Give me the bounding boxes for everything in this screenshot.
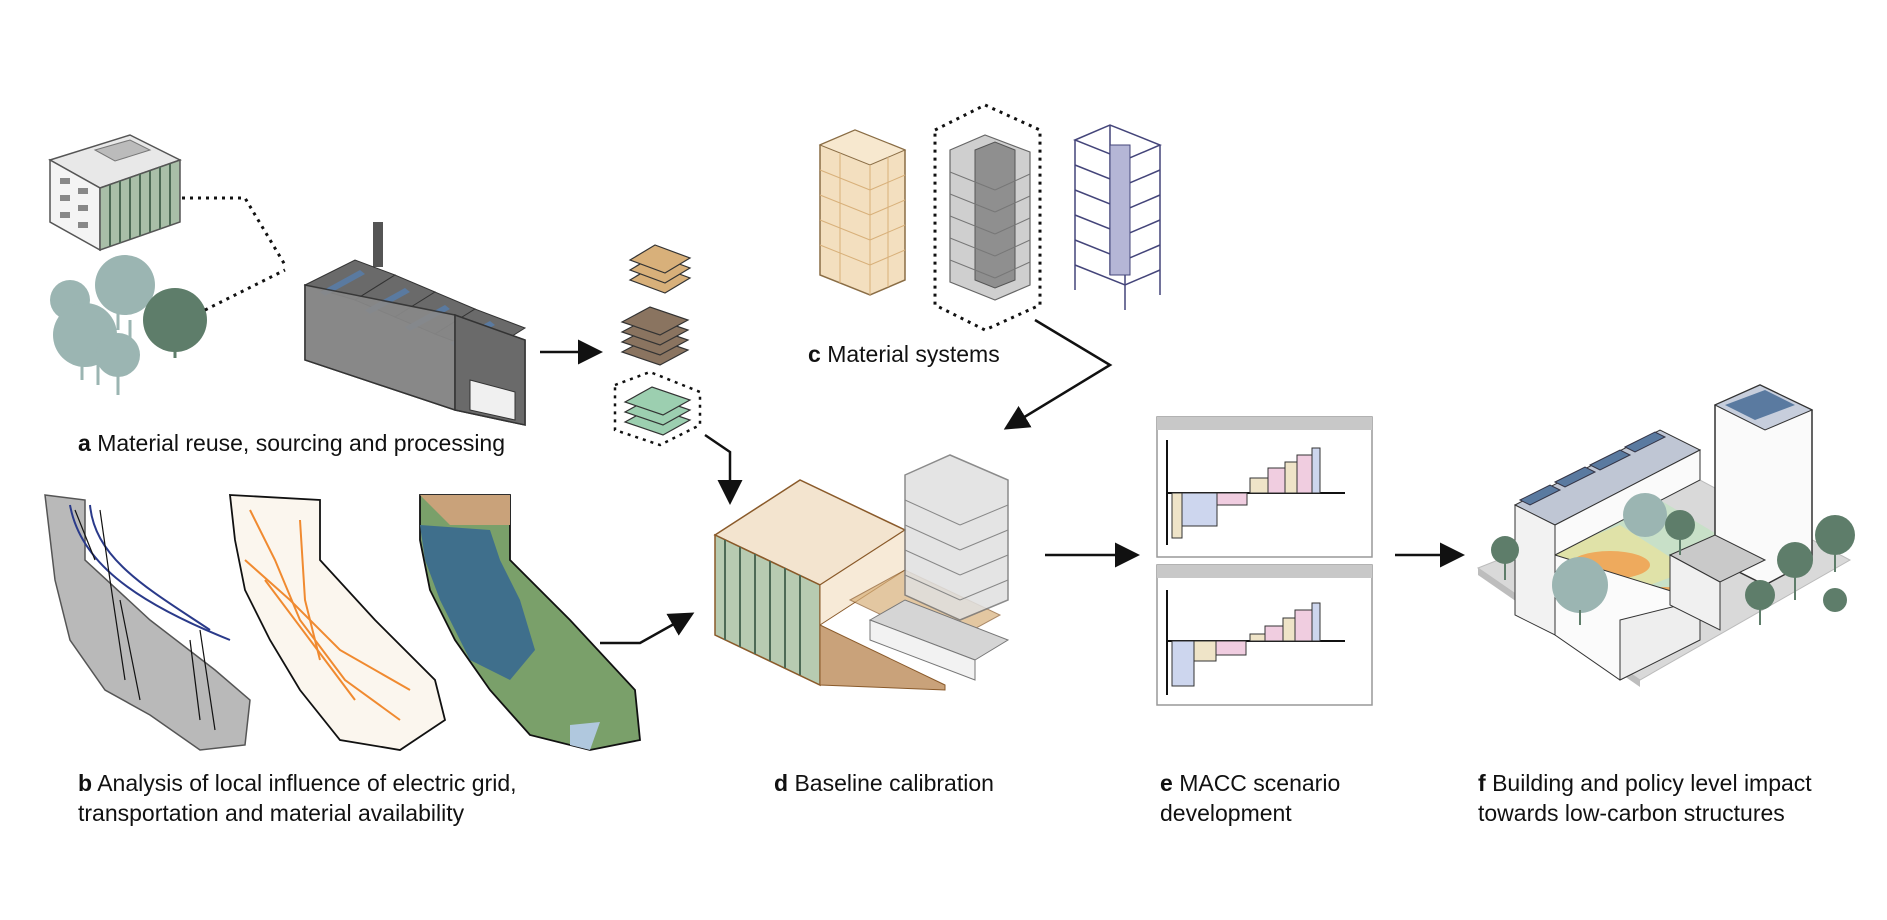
caption-e-letter: e	[1160, 770, 1173, 796]
city-block-icon	[1476, 384, 1855, 687]
caption-b: b Analysis of local influence of electri…	[78, 768, 517, 828]
caption-b-line2: transportation and material availability	[78, 800, 465, 826]
caption-f-letter: f	[1478, 770, 1486, 796]
california-map-icon	[44, 494, 641, 751]
caption-f-line1: Building and policy level impact	[1492, 770, 1812, 796]
caption-d: d Baseline calibration	[774, 768, 994, 798]
building-icon	[48, 134, 182, 252]
caption-f-line2: towards low-carbon structures	[1478, 800, 1785, 826]
caption-e-line1: MACC scenario	[1179, 770, 1341, 796]
factory-icon	[303, 222, 527, 426]
caption-a-text: Material reuse, sourcing and processing	[97, 430, 506, 456]
concrete-tower-icon	[933, 103, 1042, 332]
caption-e: e MACC scenario development	[1160, 768, 1340, 828]
caption-f: f Building and policy level impact towar…	[1478, 768, 1812, 828]
caption-d-letter: d	[774, 770, 789, 796]
caption-f-line1-wrap: f Building and policy level impact	[1478, 768, 1812, 798]
caption-b-line1-wrap: b Analysis of local influence of electri…	[78, 768, 517, 798]
caption-b-letter: b	[78, 770, 93, 796]
caption-a-letter: a	[78, 430, 91, 456]
macc-chart-icon	[1156, 416, 1373, 706]
caption-c-letter: c	[808, 341, 821, 367]
tree-icon	[50, 255, 207, 395]
timber-tower-icon	[818, 129, 907, 296]
steel-tower-icon	[1073, 124, 1162, 310]
caption-e-line2: development	[1160, 800, 1292, 826]
baseline-building-icon	[713, 454, 1010, 691]
caption-e-line1-wrap: e MACC scenario	[1160, 768, 1340, 798]
caption-c: c Material systems	[808, 339, 1000, 369]
caption-a: a Material reuse, sourcing and processin…	[78, 428, 505, 458]
layer-stack-icon	[613, 244, 702, 447]
caption-c-text: Material systems	[827, 341, 1000, 367]
caption-d-text: Baseline calibration	[794, 770, 994, 796]
caption-b-line1: Analysis of local influence of electric …	[97, 770, 517, 796]
